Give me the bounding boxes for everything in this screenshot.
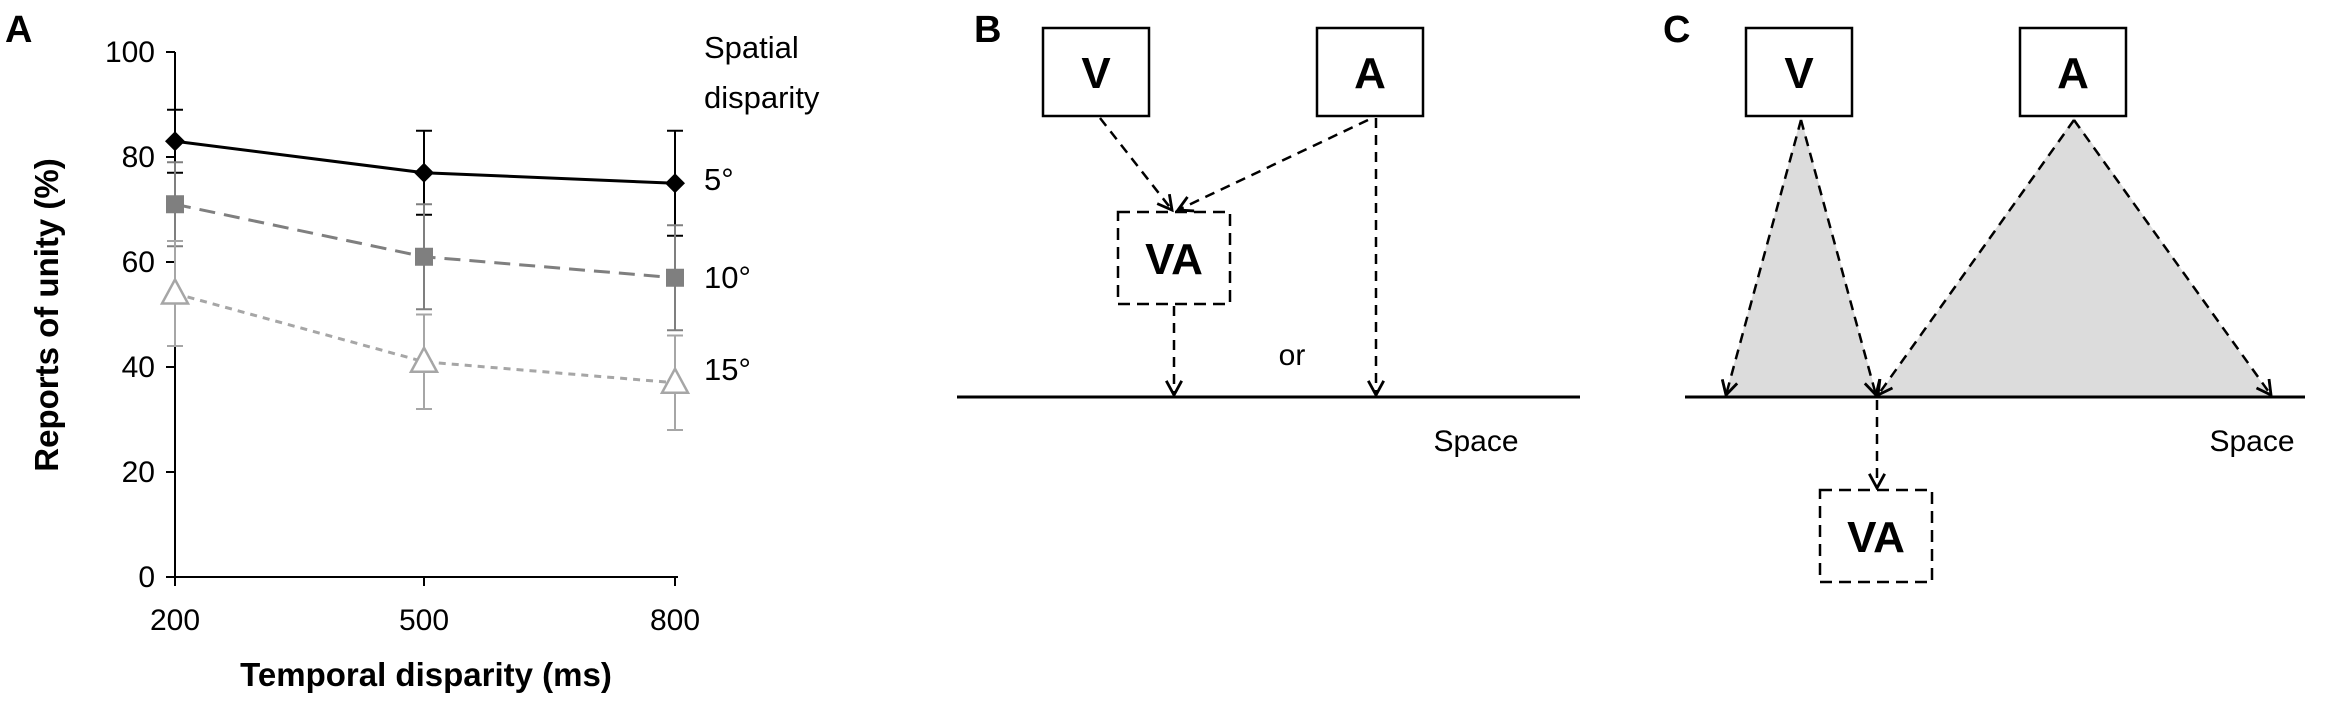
y-tick-label: 80 bbox=[122, 141, 155, 174]
space-label-c: Space bbox=[2209, 425, 2294, 458]
or-label: or bbox=[1279, 339, 1306, 372]
series-3 bbox=[159, 240, 691, 431]
x-ticks: 200 500 800 bbox=[150, 577, 700, 637]
data-point bbox=[165, 131, 185, 152]
box-a-c bbox=[2018, 26, 2128, 118]
v-uncertainty-region bbox=[1725, 118, 1877, 397]
y-tick-label: 60 bbox=[122, 246, 155, 279]
arrow-v-left bbox=[1726, 119, 1803, 395]
series-2 bbox=[166, 161, 684, 332]
legend-label: 15° bbox=[704, 352, 751, 387]
box-va-c-label: VA bbox=[1847, 513, 1905, 562]
y-tick-label: 100 bbox=[105, 36, 155, 69]
box-va-label: VA bbox=[1145, 235, 1203, 284]
x-tick-label: 800 bbox=[650, 604, 700, 637]
legend-label: 5° bbox=[704, 162, 734, 197]
data-point bbox=[159, 276, 191, 305]
box-v bbox=[1041, 26, 1151, 118]
legend-title-line-2: disparity bbox=[704, 80, 820, 115]
panel-label-b: B bbox=[974, 9, 1001, 51]
box-v-c-label: V bbox=[1784, 49, 1814, 98]
series-1 bbox=[165, 108, 685, 237]
data-point bbox=[408, 345, 440, 373]
arrow-v-right bbox=[1799, 119, 1876, 395]
data-point bbox=[166, 195, 184, 214]
series-layer bbox=[159, 108, 691, 431]
box-v-label: V bbox=[1081, 49, 1111, 98]
y-tick-label: 40 bbox=[122, 351, 155, 384]
legend: 5° 10° 15° bbox=[704, 162, 751, 387]
box-a-label: A bbox=[1354, 49, 1386, 98]
panel-label-c: C bbox=[1663, 9, 1690, 51]
y-tick-label: 0 bbox=[138, 561, 155, 594]
data-point bbox=[665, 173, 685, 194]
data-point bbox=[666, 268, 684, 287]
line-chart: 0 20 40 60 80 100 200 500 800 Reports of unity … bbox=[28, 30, 820, 693]
diagram-c: V A Space VA bbox=[1685, 26, 2305, 584]
box-va bbox=[1116, 210, 1232, 306]
legend-title-line-1: Spatial bbox=[704, 30, 799, 65]
legend-label: 10° bbox=[704, 260, 751, 295]
data-point bbox=[415, 247, 433, 266]
x-tick-label: 200 bbox=[150, 604, 200, 637]
y-tick-label: 20 bbox=[122, 456, 155, 489]
y-axis-title: Reports of unity (%) bbox=[28, 158, 65, 471]
box-v-c bbox=[1744, 26, 1854, 118]
arrow-a-right bbox=[2072, 119, 2271, 395]
data-point bbox=[414, 162, 434, 183]
data-point bbox=[659, 366, 691, 394]
diagram-b: V A VA or Space bbox=[957, 26, 1580, 458]
space-label-b: Space bbox=[1433, 425, 1518, 458]
x-axis-title: Temporal disparity (ms) bbox=[240, 656, 612, 693]
y-ticks: 0 20 40 60 80 100 bbox=[105, 36, 175, 594]
arrow-a-left bbox=[1878, 119, 2076, 395]
box-a bbox=[1315, 26, 1425, 118]
box-a-c-label: A bbox=[2057, 49, 2089, 98]
a-uncertainty-region bbox=[1877, 118, 2272, 397]
arrow-v-to-va bbox=[1099, 117, 1172, 210]
x-tick-label: 500 bbox=[399, 604, 449, 637]
panel-label-a: A bbox=[5, 9, 32, 51]
box-va-c bbox=[1818, 488, 1934, 584]
arrow-a-to-va bbox=[1178, 118, 1369, 210]
